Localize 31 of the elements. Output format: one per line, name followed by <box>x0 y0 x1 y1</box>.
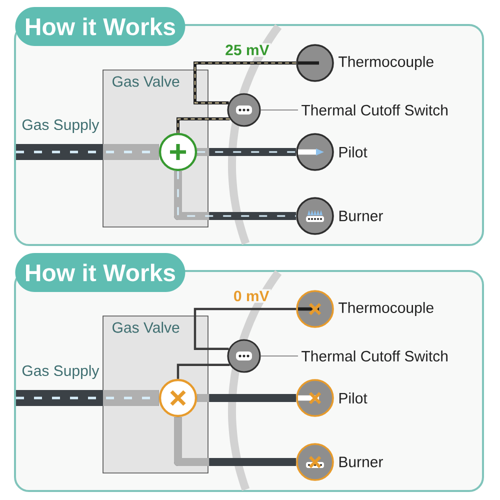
component-label: Burner <box>339 210 383 222</box>
component-circle <box>296 133 334 171</box>
gas-pipe <box>174 171 296 220</box>
valve-circle <box>158 132 198 172</box>
gas-pipe <box>197 148 296 156</box>
wire <box>194 308 296 350</box>
gas-pipe <box>16 144 159 160</box>
leader-label: Thermal Cutoff Switch <box>302 104 448 116</box>
header-tab: How it Works <box>15 7 186 46</box>
header-tab: How it Works <box>15 253 186 292</box>
wire <box>176 117 230 133</box>
edge-label: 0 mV <box>232 289 271 303</box>
component-label: Thermocouple <box>338 56 434 70</box>
gas-pipe <box>197 394 296 402</box>
edge-label: Gas Supply <box>20 364 101 380</box>
gas-pipe <box>174 417 296 466</box>
component-label: Pilot <box>339 392 368 404</box>
component-label: Pilot <box>339 146 368 158</box>
edge-label: Gas Supply <box>20 118 101 134</box>
component-circle <box>296 44 334 82</box>
component-label: Thermocouple <box>338 302 434 316</box>
component-circle <box>296 290 334 328</box>
gas-pipe <box>16 390 159 406</box>
component-label: Burner <box>339 456 383 468</box>
component-circle <box>296 443 334 481</box>
wire <box>176 364 230 379</box>
component-circle <box>296 379 334 417</box>
leader-label: Thermal Cutoff Switch <box>302 350 448 362</box>
edge-label: 25 mV <box>224 43 271 57</box>
wire <box>194 62 296 104</box>
valve-circle <box>158 378 198 418</box>
